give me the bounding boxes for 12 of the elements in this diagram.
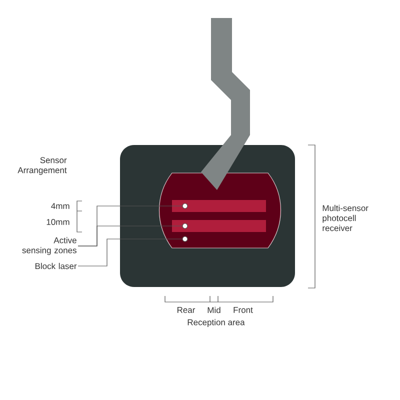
leader-line — [78, 238, 182, 266]
label-text: 10mm — [46, 219, 70, 225]
label-text: Reception area — [188, 319, 245, 327]
label-text: Mid — [208, 306, 220, 314]
leader-line — [78, 226, 182, 246]
callout-text: Block laser — [35, 262, 77, 270]
label-text: 4mm — [51, 203, 70, 209]
label-text: Rear — [177, 307, 196, 313]
label-text: Sensor Arrangement — [18, 157, 67, 175]
label-text: Front — [234, 307, 253, 313]
callout-text: Active sensing zones — [22, 237, 76, 255]
label-text: Multi-sensor photocell receiver — [322, 204, 368, 232]
